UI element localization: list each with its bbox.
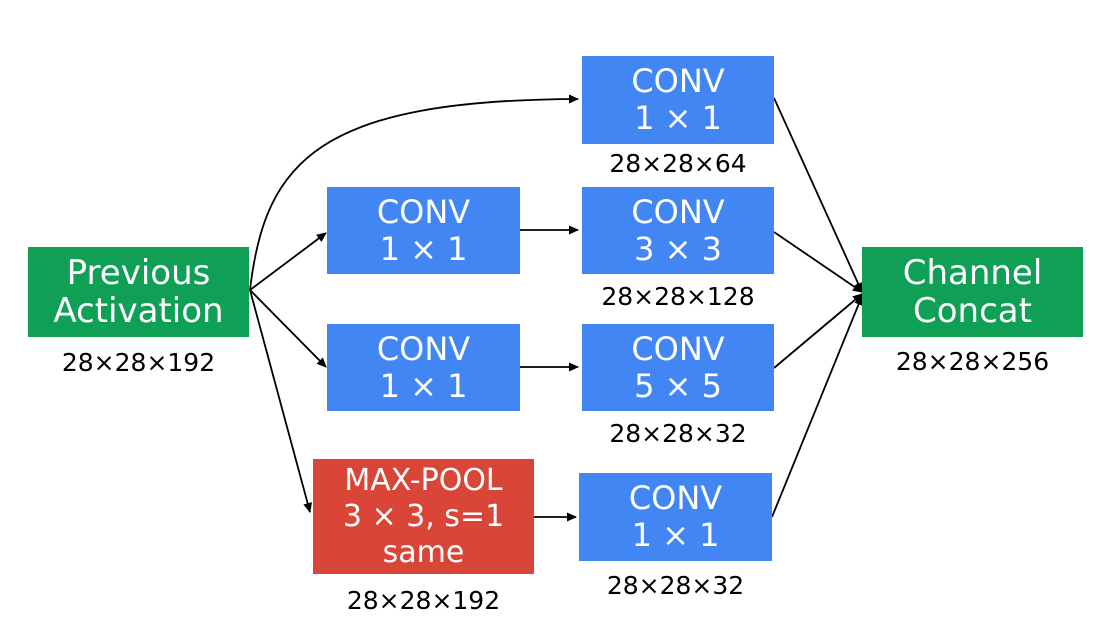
channel-concat-line-1: Channel	[902, 253, 1043, 293]
conv-3x3-line-2: 3 × 3	[634, 229, 722, 268]
max-pool-line-2: 3 × 3, s=1	[342, 498, 505, 534]
conv-1x1-top-box: CONV 1 × 1	[582, 56, 774, 144]
conv-1x1-pool-proj-box: CONV 1 × 1	[579, 473, 772, 561]
channel-concat-box: Channel Concat	[862, 247, 1083, 337]
arrow-pool-conv-to-concat	[771, 295, 863, 518]
arrow-conv5x5-to-concat	[773, 293, 863, 369]
arrow-input-to-conv1x1-top	[249, 94, 579, 291]
conv-1x1-top-line-1: CONV	[631, 62, 725, 100]
arrow-input-to-reduce-3x3	[249, 232, 327, 291]
conv-1x1-reduce-3x3-line-2: 1 × 1	[379, 229, 468, 268]
conv-1x1-top-dims: 28×28×64	[609, 149, 747, 178]
conv-1x1-reduce-5x5-line-2: 1 × 1	[379, 366, 468, 405]
previous-activation-line-1: Previous	[66, 253, 211, 293]
conv-1x1-reduce-3x3-box: CONV 1 × 1	[327, 187, 520, 274]
conv-5x5-dims: 28×28×32	[609, 419, 747, 448]
channel-concat-dims: 28×28×256	[895, 347, 1050, 376]
previous-activation-line-2: Activation	[53, 291, 224, 331]
conv-1x1-reduce-5x5-line-1: CONV	[376, 329, 471, 368]
conv-3x3-line-1: CONV	[631, 192, 725, 231]
channel-concat-line-2: Concat	[913, 291, 1032, 331]
max-pool-box: MAX-POOL 3 × 3, s=1 same	[313, 459, 534, 574]
conv-3x3-box: CONV 3 × 3	[582, 187, 774, 274]
conv-1x1-pool-proj-line-1: CONV	[628, 479, 723, 517]
arrow-conv3x3-to-concat	[773, 231, 863, 293]
max-pool-line-1: MAX-POOL	[344, 462, 503, 498]
arrow-input-to-reduce-5x5	[249, 289, 327, 368]
arrow-input-to-maxpool	[249, 289, 312, 513]
arrow-conv1x1-to-concat	[773, 97, 863, 293]
max-pool-line-3: same	[382, 534, 465, 570]
previous-activation-box: Previous Activation	[28, 247, 249, 337]
previous-activation-dims: 28×28×192	[61, 348, 216, 377]
conv-1x1-top-line-2: 1 × 1	[634, 99, 722, 137]
conv-5x5-line-1: CONV	[631, 329, 725, 368]
conv-1x1-pool-proj-dims: 28×28×32	[606, 571, 745, 600]
conv-3x3-dims: 28×28×128	[601, 282, 755, 311]
conv-5x5-box: CONV 5 × 5	[582, 324, 774, 411]
conv-1x1-reduce-3x3-line-1: CONV	[376, 192, 471, 231]
max-pool-dims: 28×28×192	[346, 586, 501, 615]
conv-5x5-line-2: 5 × 5	[634, 366, 722, 405]
conv-1x1-reduce-5x5-box: CONV 1 × 1	[327, 324, 520, 411]
conv-1x1-pool-proj-line-2: 1 × 1	[631, 516, 720, 554]
